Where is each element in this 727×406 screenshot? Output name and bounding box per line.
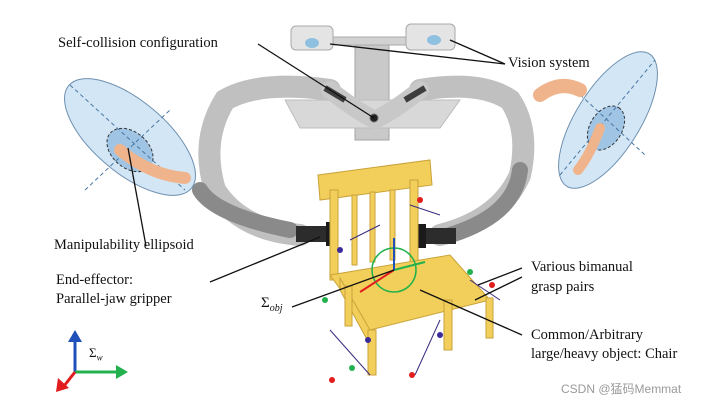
robot-arms — [192, 75, 535, 246]
chair-object — [317, 159, 494, 376]
label-self-collision: Self-collision configuration — [58, 35, 218, 51]
label-object-line2: large/heavy object: Chair — [531, 346, 678, 362]
world-frame-symbol: Σw — [89, 345, 103, 363]
object-frame-symbol: Σobj — [261, 295, 283, 314]
label-vision-system: Vision system — [508, 55, 590, 71]
label-manipulability: Manipulability ellipsoid — [54, 237, 194, 253]
grasp-pairs — [322, 197, 501, 383]
right-manipulability-ellipsoid — [533, 51, 658, 189]
label-object-line1: Common/Arbitrary — [531, 327, 643, 343]
world-frame-axes — [56, 330, 128, 392]
label-grasp-pairs-line2: grasp pairs — [531, 279, 595, 295]
object-frame — [359, 238, 426, 293]
leader-lines — [127, 39, 523, 336]
label-grasp-pairs-line1: Various bimanual — [531, 259, 633, 275]
label-end-effector-line2: Parallel-jaw gripper — [56, 291, 172, 307]
end-effectors — [296, 222, 456, 248]
left-manipulability-ellipsoid — [63, 78, 197, 196]
label-end-effector-line1: End-effector: — [56, 272, 134, 288]
right-camera-lens — [427, 35, 441, 45]
watermark: CSDN @猛码Memmat — [561, 382, 682, 396]
left-camera-lens — [305, 38, 319, 48]
